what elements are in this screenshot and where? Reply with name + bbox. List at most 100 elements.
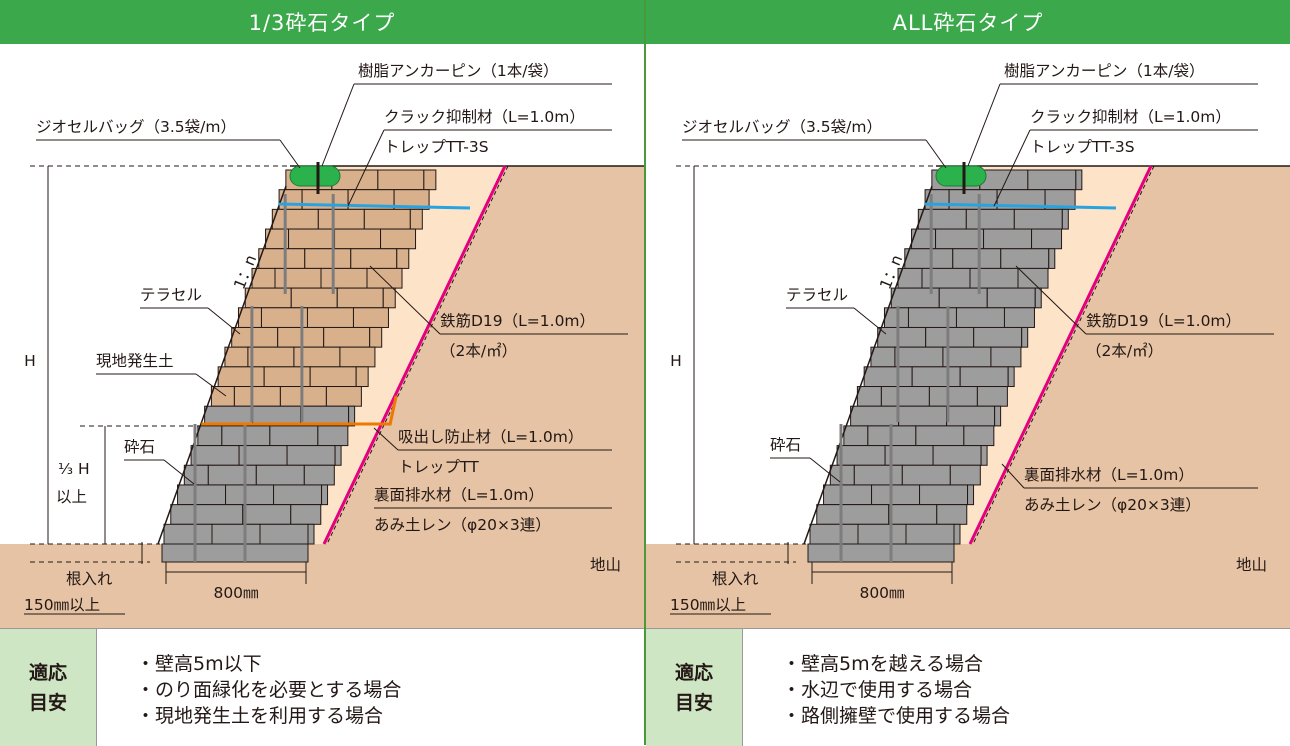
- brick-block: [304, 248, 352, 269]
- gravel-block: [840, 504, 890, 525]
- gravel-block: [1075, 169, 1083, 191]
- gravel-block: [194, 504, 244, 525]
- brick-block: [258, 248, 306, 269]
- gravel-block: [856, 386, 882, 407]
- brick-block: [231, 326, 279, 348]
- gravel-block: [925, 326, 975, 348]
- gravel-block: [255, 464, 305, 486]
- gravel-block: [990, 346, 1022, 368]
- gravel-block: [863, 366, 913, 388]
- terracell-label: テラセル: [786, 286, 848, 304]
- gravel-block: [921, 267, 971, 289]
- gravel-block: [965, 208, 1015, 230]
- embed-depth-label: 150㎜以上: [670, 596, 746, 614]
- gravel-block: [1003, 307, 1035, 328]
- back-drain-label: 裏面排水材（L=1.0m）: [374, 485, 544, 504]
- geocell-bag-label: ジオセルバッグ（3.5袋/m）: [682, 118, 882, 136]
- gravel-block: [924, 189, 950, 210]
- panel-title: 1/3砕石タイプ: [0, 0, 644, 44]
- gravel-block: [857, 523, 907, 545]
- gravel-block: [853, 464, 903, 486]
- height-label: H: [24, 352, 36, 370]
- criteria-section: 適応 目安 ・壁高5mを越える場合 ・水辺で使用する場合 ・路側擁壁で使用する場…: [646, 628, 1290, 746]
- gravel-block: [1017, 267, 1049, 289]
- gravel-block: [952, 248, 1002, 269]
- gravel-label: 砕石: [124, 438, 155, 456]
- brick-block: [210, 386, 235, 407]
- crack-control-label: クラック抑制材（L=1.0m）: [384, 108, 585, 126]
- gravel-block: [955, 307, 1005, 328]
- back-drain-product-label: あみ土レン（φ20×3連）: [374, 516, 551, 534]
- gravel-block: [917, 208, 967, 230]
- gravel-block: [809, 523, 859, 545]
- gravel-block: [1007, 366, 1015, 388]
- gravel-block: [207, 464, 257, 486]
- leader-line: [195, 373, 227, 397]
- gravel-block: [915, 425, 965, 447]
- panel-divider: [644, 0, 646, 745]
- outflow-prevention-label: 吸出し防止材（L=1.0m）: [398, 428, 583, 446]
- embed-label: 根入れ: [712, 570, 759, 588]
- gravel-block: [317, 425, 349, 447]
- gravel-block: [928, 386, 978, 407]
- gravel-block: [1034, 287, 1042, 309]
- rebar-density-label: （2本/㎡）: [1086, 342, 1163, 360]
- gravel-block: [942, 346, 992, 368]
- gravel-block: [307, 523, 315, 545]
- brick-block: [350, 248, 398, 269]
- brick-block: [366, 267, 403, 289]
- gravel-block: [836, 445, 886, 466]
- criteria-label-line: 目安: [28, 691, 67, 714]
- gravel-block: [911, 366, 961, 388]
- gravel-block: [905, 523, 955, 545]
- leader-line: [369, 265, 441, 335]
- gravel-block: [321, 484, 329, 506]
- gravel-block: [871, 484, 921, 506]
- crack-control-product-label: トレップTT-3S: [384, 138, 489, 156]
- gravel-block: [932, 445, 982, 466]
- gravel-block: [816, 504, 842, 525]
- gravel-block: [1048, 248, 1056, 269]
- crack-control-line: [924, 202, 1117, 210]
- rebar-label: 鉄筋D19（L=1.0m）: [1086, 312, 1241, 330]
- back-drain-product-label: あみ土レン（φ20×3連）: [1024, 496, 1201, 514]
- rebar-label: 鉄筋D19（L=1.0m）: [440, 312, 595, 330]
- brick-block: [271, 208, 319, 230]
- gravel-block: [259, 523, 309, 545]
- gravel-block: [843, 425, 869, 447]
- brick-block: [380, 228, 417, 250]
- anchor-pin-label: 樹脂アンカーピン（1本/袋）: [1004, 62, 1204, 80]
- brick-block: [278, 189, 303, 210]
- leader-line: [207, 307, 241, 335]
- gravel-block: [1000, 248, 1050, 269]
- gravel-block: [919, 484, 969, 506]
- gravel-block: [850, 405, 900, 427]
- natural-ground: [646, 544, 1290, 628]
- ground-label: 地山: [590, 556, 621, 574]
- gravel-block: [242, 504, 292, 525]
- criteria-label: 適応 目安: [0, 629, 97, 746]
- brick-block: [339, 346, 376, 368]
- brick-block: [382, 287, 396, 309]
- leader-line: [925, 139, 947, 169]
- outflow-prevention-line: [201, 395, 398, 426]
- brick-block: [247, 346, 295, 368]
- brick-block: [233, 386, 281, 407]
- leader-line: [321, 83, 355, 167]
- gravel-block: [273, 484, 323, 506]
- gravel-block: [823, 484, 873, 506]
- gravel-block: [1031, 228, 1063, 250]
- brick-block: [309, 366, 357, 388]
- crack-control-line: [278, 202, 471, 210]
- gravel-block: [880, 386, 930, 407]
- brick-block: [217, 366, 265, 388]
- panel-title: ALL砕石タイプ: [646, 0, 1290, 44]
- base-gravel-block: [161, 543, 309, 563]
- brick-block: [306, 307, 354, 328]
- gravel-block: [994, 405, 1002, 427]
- embed-label: 根入れ: [66, 570, 113, 588]
- natural-ground-slope: [968, 166, 1290, 544]
- criteria-list: ・壁高5m以下 ・のり面緑化を必要とする場合 ・現地発生土を利用する場合: [136, 651, 401, 729]
- criteria-item: ・水辺で使用する場合: [782, 679, 973, 701]
